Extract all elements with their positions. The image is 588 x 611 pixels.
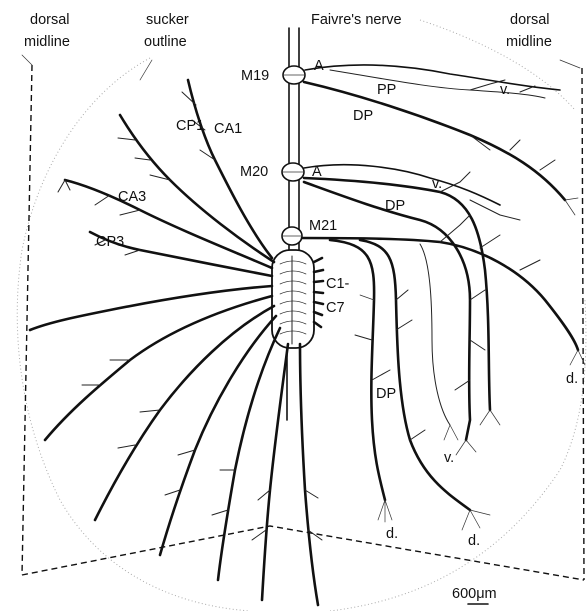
label-m21: M21 [309,218,337,234]
sucker-pointer-line [140,60,152,80]
label-d-3: d. [468,533,480,549]
label-c7: C7 [326,300,345,316]
label-cp1: CP1 [176,118,204,134]
label-a-2: A [312,164,322,180]
label-faivres-nerve: Faivre's nerve [311,12,402,28]
caudal-ganglion-mass [272,250,323,348]
label-dp-2: DP [385,198,405,214]
label-pp: PP [377,82,396,98]
m21-nerve-roots [302,215,585,530]
right-pointer-line [560,60,580,68]
label-sucker-outline-1: sucker [146,12,189,28]
label-v-1: v. [500,82,510,98]
label-dorsal-midline-left-2: midline [24,34,70,50]
label-dorsal-midline-right-2: midline [506,34,552,50]
label-c1: C1- [326,276,350,292]
label-ca3: CA3 [118,189,146,205]
label-cp3: CP3 [96,234,124,250]
label-ca1: CA1 [214,121,242,137]
label-dorsal-midline-right-1: dorsal [510,12,550,28]
label-d-2: d. [386,526,398,542]
left-dorsal-midline-line [22,65,32,575]
bottom-dashed-line [22,526,584,580]
left-pointer-line [22,55,32,65]
right-dorsal-midline-line [582,68,584,580]
label-m19: M19 [241,68,269,84]
label-sucker-outline-2: outline [144,34,187,50]
faivres-nerve-trunk [287,28,299,420]
label-scale: 600μm [452,586,497,602]
label-v-2: v. [432,176,442,192]
label-m20: M20 [240,164,268,180]
label-d-1: d. [566,371,578,387]
label-dp-3: DP [376,386,396,402]
label-a-1: A [314,58,324,74]
label-dorsal-midline-left-1: dorsal [30,12,70,28]
label-v-3: v. [444,450,454,466]
label-dp-1: DP [353,108,373,124]
ganglia [282,66,305,245]
